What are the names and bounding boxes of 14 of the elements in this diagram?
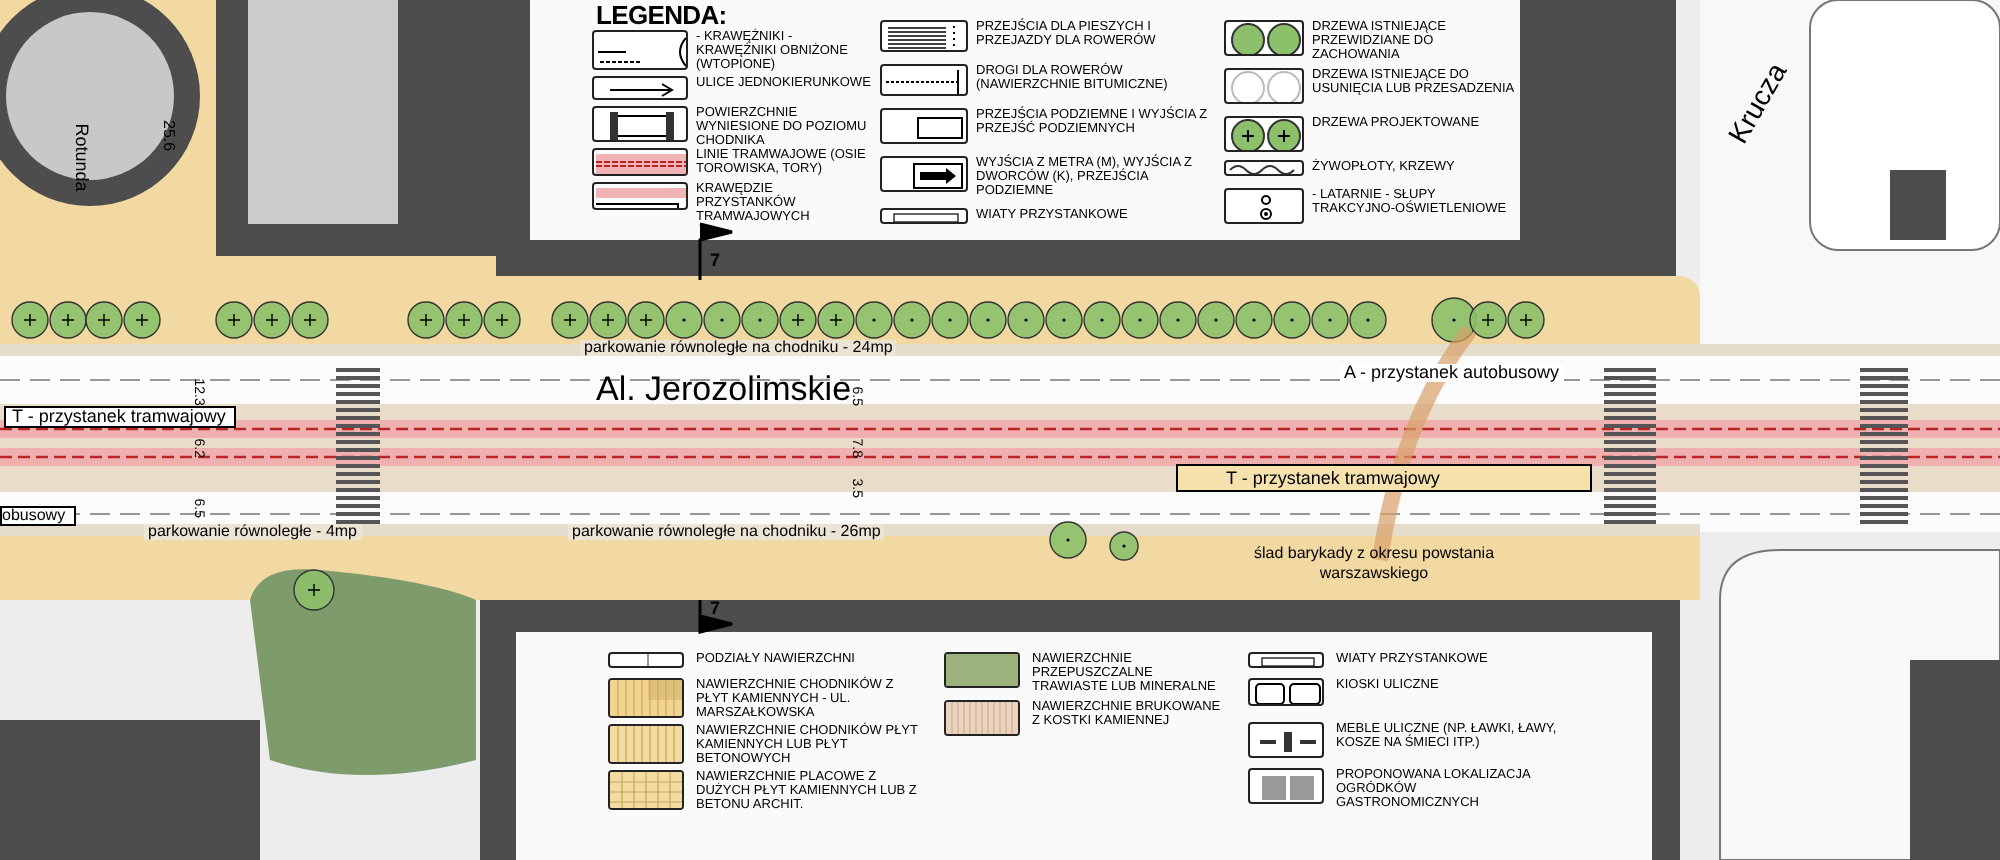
stop-label: T - przystanek tramwajowy xyxy=(4,406,236,428)
stop-label: T - przystanek tramwajowy xyxy=(1176,464,1592,492)
dimension-label: 25.6 xyxy=(158,120,180,152)
section-marker: 7 xyxy=(710,248,721,274)
section-marker: 7 xyxy=(710,596,721,622)
note-label: ślad barykady z okresu powstania warszawskiego xyxy=(1251,544,1497,584)
legend-heading: LEGENDA: xyxy=(596,2,727,28)
street-name: Al. Jerozolimskie xyxy=(596,372,852,406)
stop-label: A - przystanek autobusowy xyxy=(1340,364,1564,382)
place-label: Rotunda xyxy=(69,123,94,192)
parking-label: parkowanie równoległe na chodniku - 24mp xyxy=(580,340,897,356)
parking-label: parkowanie równoległe - 4mp xyxy=(144,524,361,540)
parking-label: parkowanie równoległe na chodniku - 26mp xyxy=(568,524,885,540)
stop-label: obusowy xyxy=(0,506,76,526)
